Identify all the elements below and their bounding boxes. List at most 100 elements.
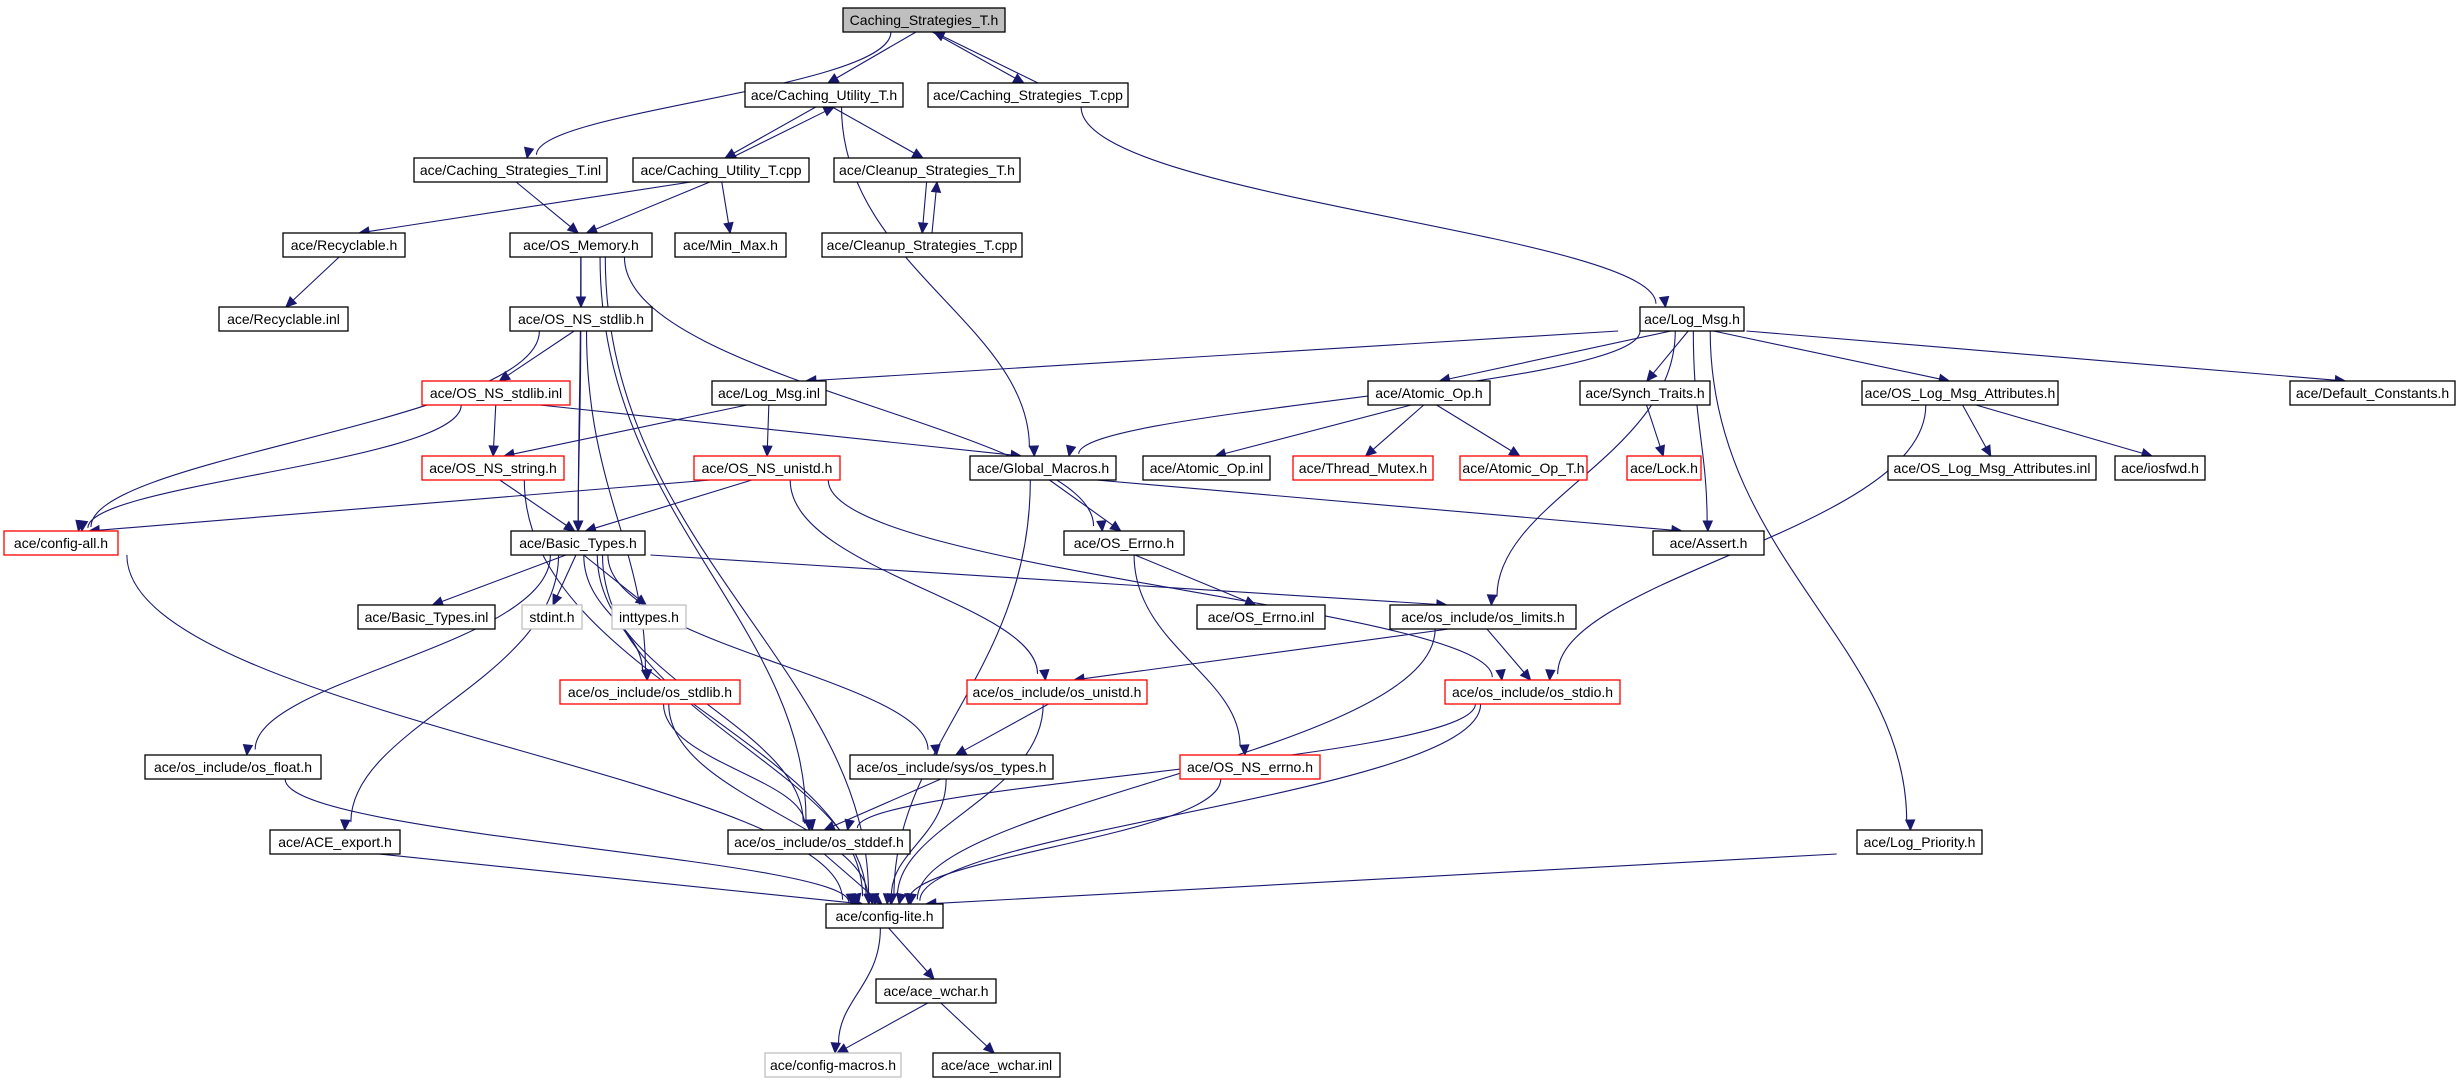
graph-node-os-unistd[interactable]: ace/os_include/os_unistd.h [966, 679, 1148, 705]
edge-line [931, 191, 937, 234]
edge-logmsg-h-to-assert [1692, 330, 1714, 533]
edge-line [368, 181, 691, 233]
edge-line [1372, 404, 1425, 450]
graph-node-globmac[interactable]: ace/Global_Macros.h [969, 455, 1117, 481]
node-box [674, 232, 787, 258]
edge-line [942, 35, 1039, 84]
graph-node-cfgall[interactable]: ace/config-all.h [3, 530, 119, 556]
graph-node-cs-inl[interactable]: ace/Caching_Strategies_T.inl [413, 157, 608, 183]
node-label: ace/config-lite.h [835, 908, 933, 924]
edge-line [789, 479, 1039, 674]
graph-node-recyc-inl[interactable]: ace/Recyclable.inl [218, 306, 349, 332]
edge-line [1652, 330, 1689, 374]
graph-node-atomic-inl[interactable]: ace/Atomic_Op.inl [1142, 455, 1271, 481]
edges-layer [75, 31, 2347, 1055]
graph-node-osmem[interactable]: ace/OS_Memory.h [509, 232, 653, 258]
graph-node-minmax[interactable]: ace/Min_Max.h [674, 232, 787, 258]
graph-node-lock[interactable]: ace/Lock.h [1626, 455, 1702, 481]
edge-line [916, 628, 1436, 900]
graph-node-root[interactable]: Caching_Strategies_T.h [842, 7, 1006, 33]
graph-node-ns-stdlib-inl[interactable]: ace/OS_NS_stdlib.inl [421, 380, 571, 406]
node-label: ace/OS_NS_stdlib.inl [430, 385, 562, 401]
node-label: ace/os_include/os_unistd.h [973, 684, 1142, 700]
graph-node-ns-errno[interactable]: ace/OS_NS_errno.h [1179, 754, 1321, 780]
edge-basic-h-to-stdint [552, 554, 577, 607]
edge-arrowhead [1658, 295, 1670, 309]
edge-line [730, 110, 826, 159]
graph-node-assert[interactable]: ace/Assert.h [1652, 530, 1765, 556]
graph-node-cu-h[interactable]: ace/Caching_Utility_T.h [744, 82, 904, 108]
node-box [825, 903, 944, 929]
graph-node-atomic-t[interactable]: ace/Atomic_Op_T.h [1459, 455, 1588, 481]
graph-node-os-stdio[interactable]: ace/os_include/os_stdio.h [1444, 679, 1621, 705]
node-label: ace/Cleanup_Strategies_T.h [839, 162, 1015, 178]
edge-line [623, 256, 1095, 527]
graph-node-basic-h[interactable]: ace/Basic_Types.h [510, 530, 646, 556]
edge-arrowhead [822, 106, 836, 117]
edge-line [1049, 479, 1113, 526]
edge-logmsg-h-to-logattr-h [1713, 330, 1951, 384]
graph-node-thrmutex[interactable]: ace/Thread_Mutex.h [1292, 455, 1434, 481]
graph-node-cfgmacros[interactable]: ace/config-macros.h [764, 1052, 902, 1078]
graph-node-logattr-h[interactable]: ace/OS_Log_Msg_Attributes.h [1861, 380, 2059, 406]
graph-node-iosfwd[interactable]: ace/iosfwd.h [2114, 455, 2206, 481]
node-box [693, 455, 841, 481]
node-box [821, 232, 1023, 258]
edge-line [284, 778, 850, 902]
node-box [282, 232, 406, 258]
graph-node-stdint[interactable]: stdint.h [521, 604, 583, 630]
graph-node-cfglite[interactable]: ace/config-lite.h [825, 903, 944, 929]
node-label: ace/OS_Errno.inl [1208, 609, 1315, 625]
node-box [927, 82, 1129, 108]
node-box [413, 157, 608, 183]
edge-systypes-to-stddef [823, 778, 942, 831]
edge-arrowhead [1065, 444, 1077, 458]
graph-node-cl-cpp[interactable]: ace/Cleanup_Strategies_T.cpp [821, 232, 1023, 258]
graph-node-aceexport[interactable]: ace/ACE_export.h [269, 829, 401, 855]
edge-line [499, 479, 567, 526]
graph-node-cu-cpp[interactable]: ace/Caching_Utility_T.cpp [632, 157, 810, 183]
edge-arrowhead [75, 519, 86, 533]
edge-line [888, 927, 928, 972]
node-label: ace/Atomic_Op.h [1375, 385, 1482, 401]
node-box [833, 157, 1021, 183]
graph-node-cs-cpp[interactable]: ace/Caching_Strategies_T.cpp [927, 82, 1129, 108]
graph-node-ns-unistd[interactable]: ace/OS_NS_unistd.h [693, 455, 841, 481]
edge-line [935, 853, 1837, 905]
edge-line [837, 927, 881, 1044]
edge-logattr-h-to-logattr-inl [1962, 404, 1992, 458]
graph-node-oslimits[interactable]: ace/os_include/os_limits.h [1389, 604, 1577, 630]
graph-node-logattr-inl[interactable]: ace/OS_Log_Msg_Attributes.inl [1887, 455, 2097, 481]
graph-node-logmsg-inl[interactable]: ace/Log_Msg.inl [711, 380, 827, 406]
graph-node-systypes[interactable]: ace/os_include/sys/os_types.h [849, 754, 1054, 780]
node-box [1887, 455, 2097, 481]
edge-line [583, 554, 639, 600]
node-box [421, 455, 565, 481]
graph-node-atomic-h[interactable]: ace/Atomic_Op.h [1367, 380, 1491, 406]
graph-node-logmsg-h[interactable]: ace/Log_Msg.h [1639, 306, 1745, 332]
graph-node-osfloat[interactable]: ace/os_include/os_float.h [144, 754, 322, 780]
graph-node-basic-inl[interactable]: ace/Basic_Types.inl [357, 604, 496, 630]
graph-node-stddef[interactable]: ace/os_include/os_stddef.h [727, 829, 911, 855]
graph-node-recyc-h[interactable]: ace/Recyclable.h [282, 232, 406, 258]
node-box [764, 1052, 902, 1078]
graph-node-wchar-inl[interactable]: ace/ace_wchar.inl [932, 1052, 1061, 1078]
graph-node-inttypes[interactable]: inttypes.h [611, 604, 687, 630]
graph-node-oserrno-inl[interactable]: ace/OS_Errno.inl [1196, 604, 1326, 630]
node-label: Caching_Strategies_T.h [850, 12, 999, 28]
edge-root-to-cu-h [826, 31, 917, 84]
graph-node-oserrno-h[interactable]: ace/OS_Errno.h [1063, 530, 1185, 556]
edge-line [577, 330, 582, 522]
edge-arrowhead [1364, 445, 1378, 457]
graph-node-synch[interactable]: ace/Synch_Traits.h [1579, 380, 1711, 406]
node-label: ace/OS_NS_errno.h [1187, 759, 1313, 775]
edge-globmac-to-assert [1096, 479, 1684, 536]
node-label: ace/Global_Macros.h [977, 460, 1109, 476]
graph-node-cl-h[interactable]: ace/Cleanup_Strategies_T.h [833, 157, 1021, 183]
graph-node-logprio[interactable]: ace/Log_Priority.h [1856, 829, 1983, 855]
graph-node-ns-string[interactable]: ace/OS_NS_string.h [421, 455, 565, 481]
graph-node-defconst[interactable]: ace/Default_Constants.h [2289, 380, 2456, 406]
graph-node-wchar-h[interactable]: ace/ace_wchar.h [875, 978, 997, 1004]
graph-node-os-stdlib[interactable]: ace/os_include/os_stdlib.h [559, 679, 741, 705]
graph-node-ns-stdlib-h[interactable]: ace/OS_NS_stdlib.h [509, 306, 653, 332]
